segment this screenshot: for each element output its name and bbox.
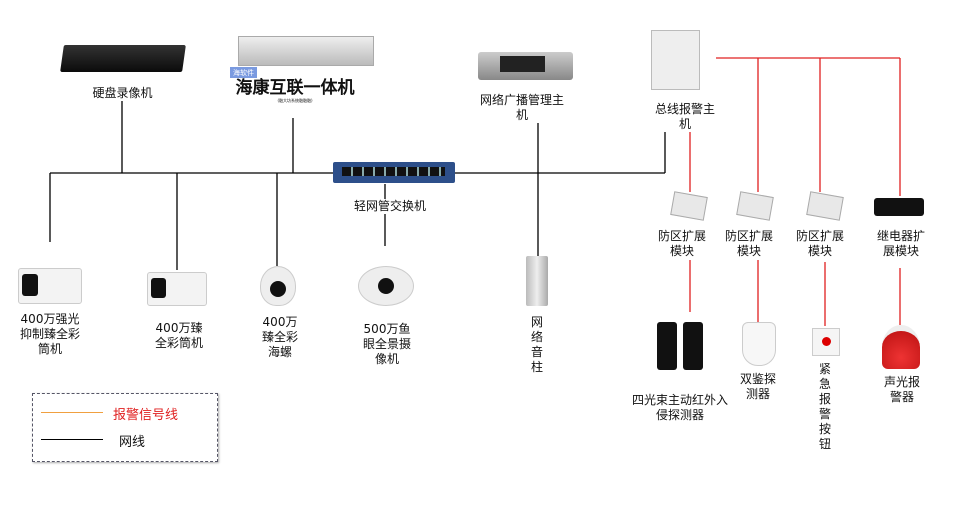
allinone-sublabel: (融大坊系统融融融) bbox=[260, 98, 330, 103]
switch-ports-icon bbox=[342, 167, 445, 176]
dome-camera-icon bbox=[260, 266, 296, 306]
beam-detector-icon bbox=[683, 322, 703, 370]
legend-alarm-label: 报警信号线 bbox=[113, 408, 179, 423]
speaker-column-icon bbox=[526, 256, 548, 306]
siren-icon bbox=[882, 325, 920, 369]
allinone-device-icon bbox=[238, 36, 374, 66]
allinone-label: 海康互联一体机 bbox=[225, 78, 365, 98]
zone3-label: 防区扩展模块 bbox=[796, 229, 845, 259]
legend: 报警信号线 网线 bbox=[32, 393, 218, 462]
switch-label: 轻网管交换机 bbox=[345, 199, 435, 214]
zone2-label: 防区扩展模块 bbox=[725, 229, 774, 259]
siren-label: 声光报警器 bbox=[880, 375, 924, 405]
panic-button-icon bbox=[812, 328, 840, 356]
bullet-camera-icon bbox=[147, 272, 207, 306]
beam-label: 四光束主动红外入侵探测器 bbox=[630, 393, 730, 423]
network-lines bbox=[49, 100, 666, 270]
fisheye-camera-icon bbox=[358, 266, 414, 306]
button-label: 紧急报警按钮 bbox=[817, 362, 833, 452]
legend-alarm-line bbox=[41, 412, 103, 413]
speaker-label: 网络音柱 bbox=[529, 315, 545, 375]
alarm-host-label: 总线报警主机 bbox=[655, 102, 716, 132]
zone1-label: 防区扩展模块 bbox=[658, 229, 707, 259]
alarm-host-icon bbox=[651, 30, 700, 90]
cam2-label: 400万臻全彩筒机 bbox=[155, 321, 204, 351]
alarm-lines bbox=[689, 57, 901, 326]
broadcast-screen-icon bbox=[500, 56, 545, 72]
relay-label: 继电器扩展模块 bbox=[874, 229, 928, 259]
allinone-badge: 海软件 bbox=[230, 67, 257, 79]
nvr-device-icon bbox=[60, 45, 186, 72]
broadcast-label: 网络广播管理主机 bbox=[478, 93, 566, 123]
nvr-label: 硬盘录像机 bbox=[75, 86, 170, 101]
cam3-label: 400万臻全彩海螺 bbox=[262, 315, 299, 360]
relay-module-icon bbox=[874, 198, 924, 216]
beam-detector-icon bbox=[657, 322, 677, 370]
cam4-label: 500万鱼眼全景摄像机 bbox=[360, 322, 414, 367]
dual-detector-icon bbox=[742, 322, 776, 366]
cam1-label: 400万强光抑制臻全彩筒机 bbox=[20, 312, 81, 357]
bullet-camera-icon bbox=[18, 268, 82, 304]
dual-label: 双鉴探测器 bbox=[740, 372, 777, 402]
legend-network-line bbox=[41, 439, 103, 440]
legend-network-label: 网线 bbox=[119, 435, 146, 450]
